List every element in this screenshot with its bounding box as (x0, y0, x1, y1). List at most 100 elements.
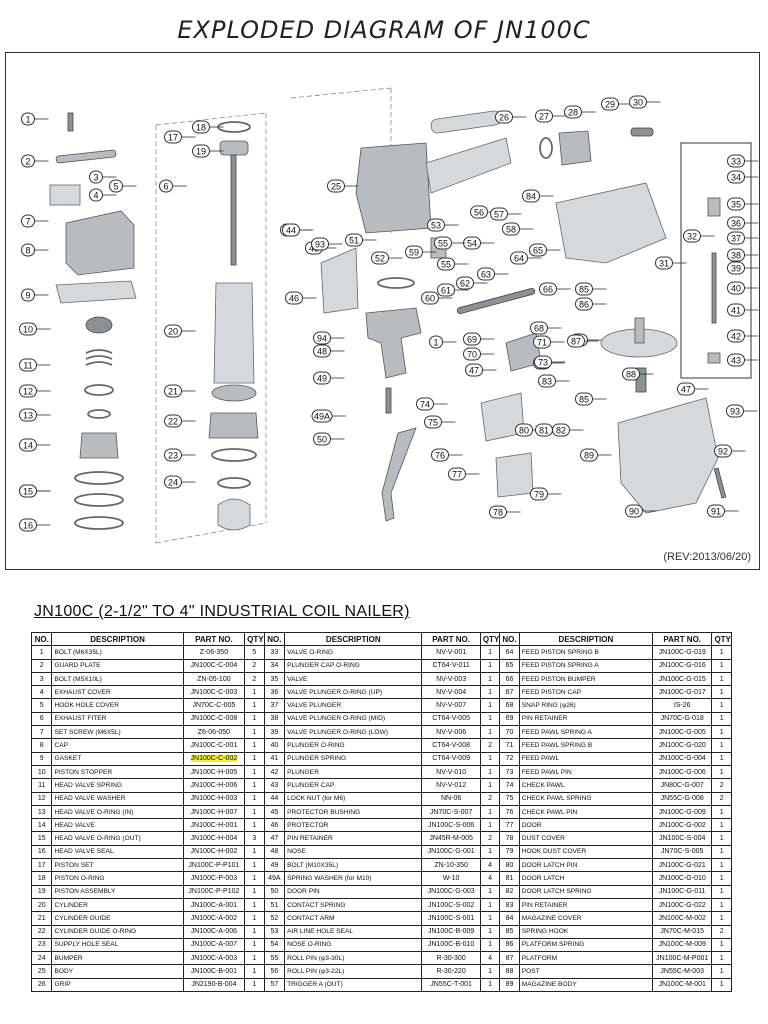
callout-number: 59 (409, 248, 419, 258)
description-cell: EXHAUST FITER (51, 711, 184, 727)
callout-36: 36 (727, 216, 759, 230)
callout-bubble (714, 444, 732, 458)
part-number-cell: 78 (499, 831, 520, 846)
callout-number: 49A (314, 412, 330, 422)
callout-bubble (313, 331, 331, 345)
callout-bubble (427, 218, 445, 232)
part-number-cell: 82 (499, 884, 520, 899)
callout-83: 83 (538, 374, 570, 388)
part-code-cell: JN100C-G-011 (651, 884, 713, 899)
callout-number: 63 (481, 270, 491, 280)
callout-15: 15 (19, 484, 51, 498)
part-number-cell: 6 (30, 711, 53, 727)
callout-number: 84 (526, 192, 536, 202)
callout-bubble (580, 448, 598, 462)
callout-number: 89 (584, 451, 594, 461)
callout-bubble (515, 423, 533, 437)
callout-93: 93 (726, 404, 758, 418)
callout-bubble (463, 332, 481, 346)
callout-number: 29 (605, 100, 615, 110)
description-cell: HEAD VALVE O-RING (OUT) (51, 831, 184, 846)
table-header-row: NO. DESCRIPTION PART NO. QTY NO. DESCRIP… (30, 631, 732, 647)
callout-number: 28 (568, 108, 578, 118)
callout-14: 14 (19, 438, 51, 452)
part-number-cell: 51 (263, 897, 286, 913)
callout-65: 65 (529, 243, 561, 257)
part-number-cell: 79 (499, 844, 520, 860)
quantity-cell: 1 (479, 685, 501, 700)
description-cell: SUPPLY HOLE SEAL (51, 937, 184, 953)
quantity-cell: 1 (479, 751, 501, 766)
callout-number: 44 (286, 226, 296, 236)
callout-78: 78 (489, 505, 521, 519)
callout-number: 19 (196, 147, 206, 157)
quantity-cell: 1 (244, 725, 265, 740)
description-cell: VALVE (284, 671, 423, 687)
part-code-cell: CT64-V-005 (421, 711, 481, 727)
part-code-cell: Z-06-350 (182, 645, 246, 660)
callout-13: 13 (19, 408, 51, 422)
description-cell: PLUNGER CAP O-RING (284, 658, 423, 673)
quantity-cell: 1 (479, 884, 501, 899)
quantity-cell: 1 (244, 698, 265, 713)
callout-68: 68 (530, 321, 562, 335)
platform-post-part (634, 317, 645, 344)
callout-80: 80 (515, 423, 547, 437)
callout-85: 85 (575, 392, 607, 406)
description-cell: DOOR LATCH SPRING (518, 884, 654, 899)
description-cell: DOOR (518, 818, 654, 833)
callout-50: 50 (313, 432, 345, 446)
callout-bubble (164, 130, 182, 144)
callout-number: 22 (168, 417, 178, 427)
callout-bubble (456, 276, 474, 290)
description-cell: BUMPER (51, 951, 184, 966)
callout-bubble (434, 236, 452, 250)
part-code-cell: JN2190-B-004 (182, 977, 246, 993)
description-cell: BODY (51, 964, 184, 979)
part-code-cell: JN100C-C-001 (182, 738, 246, 753)
callout-49: 49 (313, 371, 345, 385)
part-code-cell: JN100C-H-007 (182, 804, 246, 820)
part-number-cell: 66 (499, 671, 520, 687)
callout-bubble (437, 257, 455, 271)
quantity-cell: 1 (244, 884, 265, 899)
magazine-cover-part (555, 182, 667, 264)
callout-bubble (282, 223, 300, 237)
part-number-cell: 83 (499, 897, 520, 913)
callout-bubble (192, 144, 210, 158)
callout-48: 48 (313, 344, 345, 358)
quantity-cell: 4 (479, 951, 501, 966)
callout-bubble (538, 374, 556, 388)
valve-housing-part (558, 130, 592, 166)
bolt-part (713, 467, 727, 499)
description-cell: HEAD VALVE O-RING (IN) (51, 804, 184, 820)
quantity-cell: 1 (244, 937, 265, 953)
callout-46: 46 (285, 291, 317, 305)
quantity-cell: 1 (711, 658, 732, 673)
callout-bubble (567, 334, 585, 348)
description-cell: HOOK DUST COVER (518, 844, 654, 860)
callout-bubble (19, 384, 37, 398)
callout-bubble (522, 189, 540, 203)
callout-number: 78 (493, 508, 503, 518)
nose-oring-part (377, 277, 415, 289)
callout-47: 47 (465, 363, 497, 377)
part-number-cell: 69 (499, 711, 520, 727)
part-code-cell: NV-V-003 (421, 671, 481, 687)
quantity-cell: 1 (244, 924, 265, 939)
callout-bubble (530, 487, 548, 501)
callout-number: 86 (579, 300, 589, 310)
callout-number: 34 (731, 173, 741, 183)
part-code-cell: R-30-220 (421, 964, 481, 979)
description-cell: CONTACT ARM (284, 911, 423, 926)
callout-bubble (575, 282, 593, 296)
callout-number: 5 (113, 182, 118, 192)
part-number-cell: 24 (30, 951, 53, 966)
part-code-cell: JN100C-H-003 (182, 791, 246, 806)
description-cell: SET SCREW (M6X5L) (51, 725, 184, 740)
quantity-cell: 1 (244, 818, 265, 833)
part-number-cell: 33 (263, 645, 286, 660)
description-cell: PROTECTOR (284, 818, 423, 833)
callout-number: 37 (731, 234, 741, 244)
